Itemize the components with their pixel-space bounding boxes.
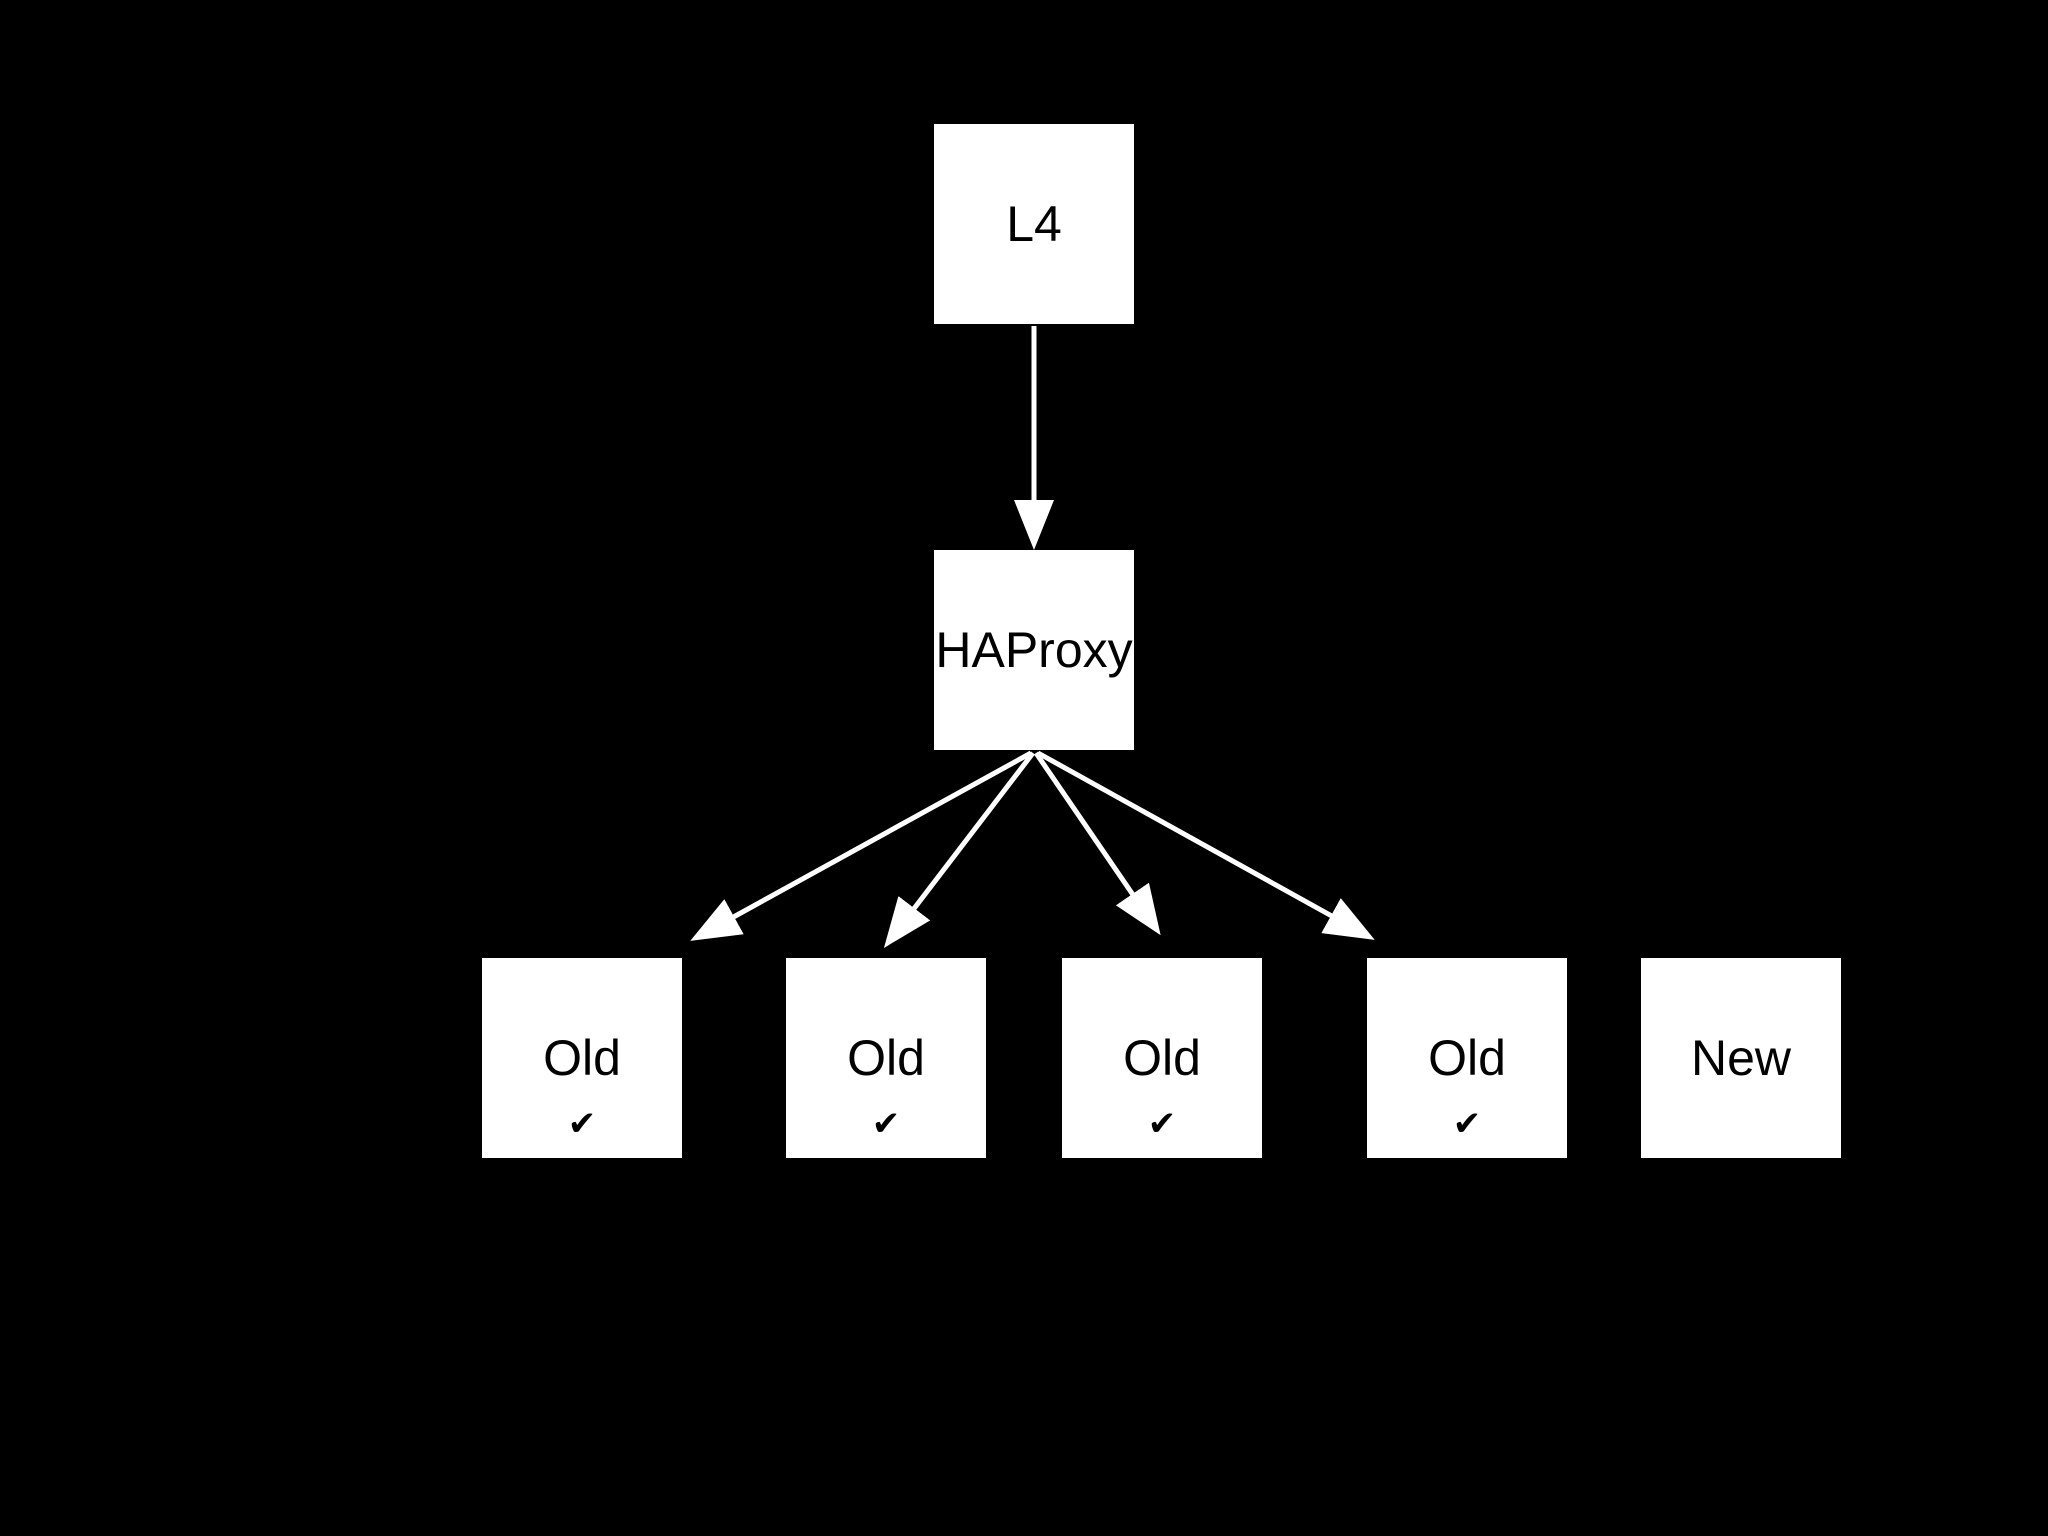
edge-haproxy-old2 — [883, 751, 1035, 948]
node-old-1: Old ✔ — [482, 958, 682, 1158]
node-label: L4 — [1006, 196, 1062, 252]
node-old-2: Old ✔ — [786, 958, 986, 1158]
edge-haproxy-old3 — [1033, 751, 1161, 936]
node-label: Old — [543, 1030, 621, 1086]
edge-haproxy-old4 — [1036, 750, 1375, 940]
check-icon: ✔ — [1452, 1105, 1482, 1143]
node-label: Old — [1123, 1030, 1201, 1086]
node-haproxy: HAProxy — [934, 550, 1134, 750]
node-label: New — [1690, 1030, 1792, 1086]
check-icon: ✔ — [567, 1105, 597, 1143]
node-old-4: Old ✔ — [1367, 958, 1567, 1158]
check-icon: ✔ — [1147, 1105, 1177, 1143]
node-label: HAProxy — [935, 622, 1133, 678]
node-label: Old — [1428, 1030, 1506, 1086]
check-icon: ✔ — [871, 1105, 901, 1143]
node-old-3: Old ✔ — [1062, 958, 1262, 1158]
edge-haproxy-old1 — [690, 750, 1033, 941]
node-label: Old — [847, 1030, 925, 1086]
node-new: New — [1641, 958, 1841, 1158]
node-l4: L4 — [934, 124, 1134, 324]
